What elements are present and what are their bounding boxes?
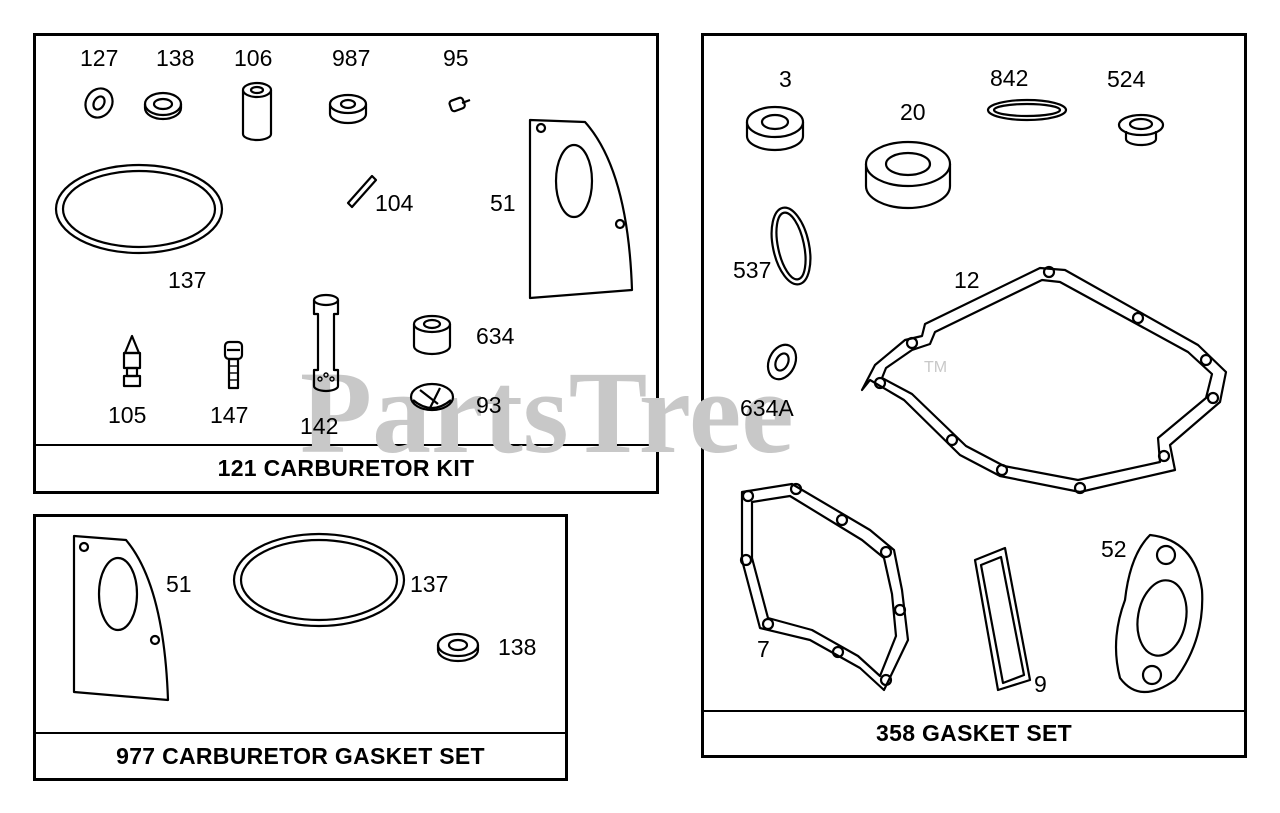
part-127-washer bbox=[84, 87, 114, 119]
part-842-o-ring bbox=[986, 98, 1068, 122]
label-105: 105 bbox=[108, 402, 146, 428]
carburetor-gasket-set-title: 977 CARBURETOR GASKET SET bbox=[36, 732, 565, 778]
part-634-spacer bbox=[412, 314, 452, 356]
label-842: 842 bbox=[990, 65, 1028, 91]
part-106-bushing bbox=[241, 81, 273, 142]
label-987: 987 bbox=[332, 45, 370, 71]
part-51-gasket bbox=[528, 118, 634, 300]
label-634A: 634A bbox=[740, 395, 794, 421]
label-9: 9 bbox=[1034, 671, 1047, 697]
part-12-crankcase-gasket bbox=[860, 265, 1228, 495]
label-12: 12 bbox=[954, 267, 980, 293]
gasket-set-panel: 358 GASKET SET bbox=[701, 33, 1247, 758]
part-634A-seal bbox=[766, 343, 798, 381]
carburetor-kit-title: 121 CARBURETOR KIT bbox=[36, 444, 656, 491]
part-987-spacer bbox=[328, 93, 368, 125]
part-9-gasket bbox=[973, 546, 1032, 692]
part-7-gasket bbox=[739, 482, 910, 692]
part-137-ring-977 bbox=[232, 532, 406, 628]
label-95: 95 bbox=[443, 45, 469, 71]
label-20: 20 bbox=[900, 99, 926, 125]
label-7: 7 bbox=[757, 636, 770, 662]
part-104-pin bbox=[346, 174, 378, 209]
label-137: 137 bbox=[168, 267, 206, 293]
label-52: 52 bbox=[1101, 536, 1127, 562]
part-537-o-ring bbox=[770, 206, 812, 286]
part-51-gasket-977 bbox=[72, 534, 170, 702]
part-105-needle bbox=[122, 334, 142, 388]
label-137-977: 137 bbox=[410, 571, 448, 597]
gasket-set-title: 358 GASKET SET bbox=[704, 710, 1244, 755]
watermark-trademark: TM bbox=[924, 359, 947, 376]
part-20-seal bbox=[864, 140, 952, 210]
label-537: 537 bbox=[733, 257, 771, 283]
label-138-977: 138 bbox=[498, 634, 536, 660]
label-51-977: 51 bbox=[166, 571, 192, 597]
label-147: 147 bbox=[210, 402, 248, 428]
label-524: 524 bbox=[1107, 66, 1146, 92]
label-127: 127 bbox=[80, 45, 118, 71]
label-3: 3 bbox=[779, 66, 792, 92]
label-138: 138 bbox=[156, 45, 194, 71]
part-524-grommet bbox=[1117, 113, 1165, 147]
label-51: 51 bbox=[490, 190, 516, 216]
label-104: 104 bbox=[375, 190, 414, 216]
part-138-seal bbox=[143, 91, 183, 121]
label-142: 142 bbox=[300, 413, 338, 439]
part-138-seal-977 bbox=[436, 632, 480, 663]
label-93: 93 bbox=[476, 392, 502, 418]
label-634: 634 bbox=[476, 323, 515, 349]
watermark: PartsTree bbox=[300, 347, 794, 478]
part-93-valve bbox=[409, 382, 455, 412]
part-52-gasket bbox=[1114, 533, 1204, 694]
part-3-seal bbox=[745, 105, 805, 152]
part-142-emulsion-tube bbox=[312, 293, 340, 393]
part-147-screw bbox=[223, 340, 244, 390]
label-106: 106 bbox=[234, 45, 272, 71]
part-95-screw bbox=[448, 96, 471, 113]
part-137-ring bbox=[54, 163, 224, 255]
